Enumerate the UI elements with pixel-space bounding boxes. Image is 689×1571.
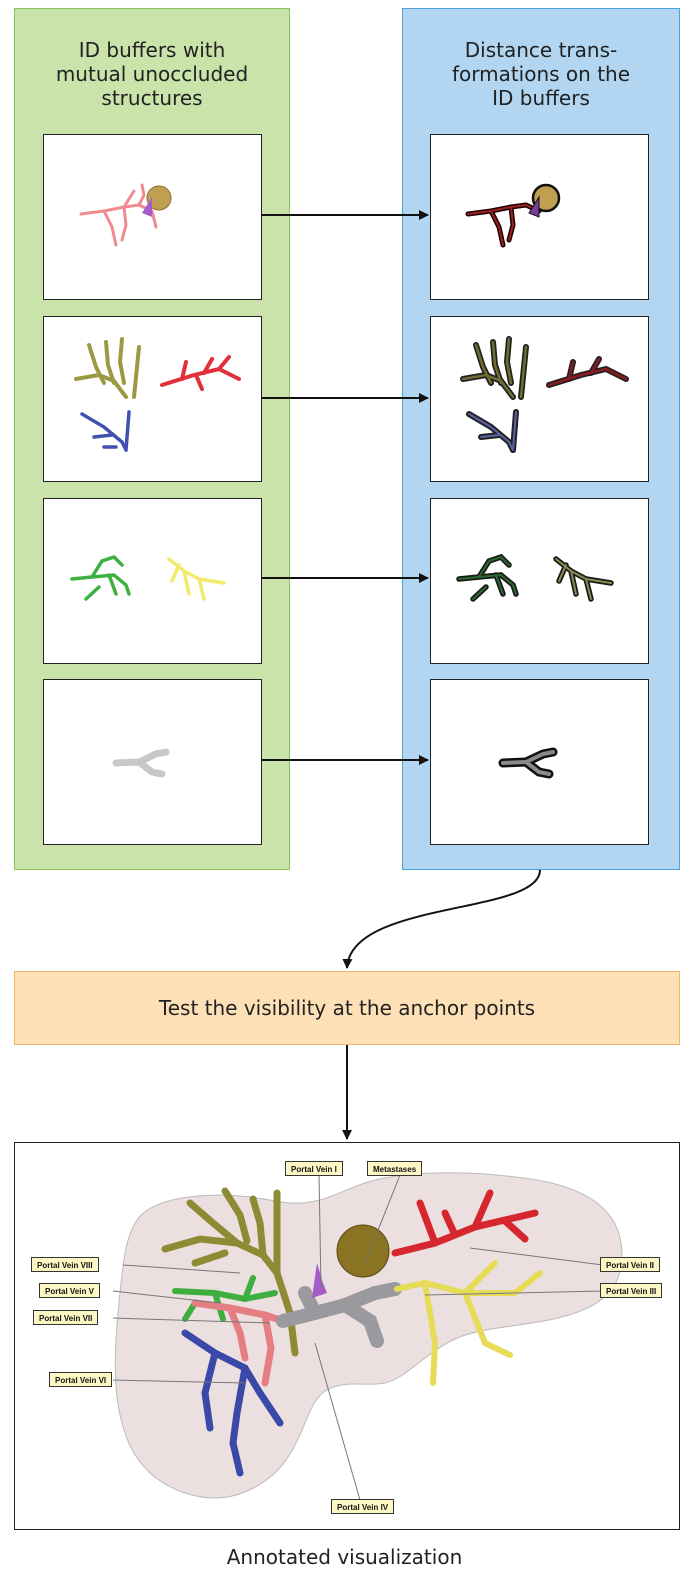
- pink-vessel-tumor-image: [79, 183, 172, 247]
- distance-transform-title-line-3: ID buffers: [492, 86, 590, 110]
- id-buffers-title-line-2: mutual unoccluded: [55, 62, 249, 86]
- arrow-to-visibility-test: [342, 869, 541, 969]
- id-buffers-title-line-3: structures: [101, 86, 203, 110]
- distance-transform-title: Distance trans- formations on the ID buf…: [403, 38, 679, 110]
- distance-transform-title-line-2: formations on the: [451, 62, 631, 86]
- visibility-test-label: Test the visibility at the anchor points: [158, 996, 536, 1020]
- distance-transform-2: [430, 316, 649, 482]
- label-portal-vein-iv: Portal Vein IV: [331, 1499, 395, 1514]
- dark-olive-red-blue-vessels-image: [460, 336, 629, 453]
- label-portal-vein-iii: Portal Vein III: [600, 1283, 663, 1298]
- id-buffers-title-line-1: ID buffers with: [78, 38, 226, 62]
- visualization-caption: Annotated visualization: [226, 1545, 463, 1569]
- visibility-test-box: Test the visibility at the anchor points: [14, 971, 680, 1045]
- label-portal-vein-ii: Portal Vein II: [600, 1257, 661, 1272]
- label-metastases: Metastases: [367, 1161, 423, 1176]
- id-buffer-3: [43, 498, 262, 664]
- green-yellow-vessels-image: [70, 554, 226, 601]
- olive-red-blue-vessels-image: [74, 337, 241, 452]
- dark-gray-vessel-image: [498, 747, 558, 779]
- id-buffers-title: ID buffers with mutual unoccluded struct…: [15, 38, 289, 110]
- label-portal-vein-v: Portal Vein V: [39, 1283, 100, 1298]
- label-portal-vein-vii: Portal Vein VII: [33, 1310, 99, 1325]
- label-portal-vein-i: Portal Vein I: [285, 1161, 343, 1176]
- dark-pink-vessel-tumor-image: [465, 183, 561, 248]
- id-buffer-1: [43, 134, 262, 300]
- liver-rendering: [112, 1172, 623, 1508]
- id-buffer-4: [43, 679, 262, 845]
- distance-transform-3: [430, 498, 649, 664]
- label-portal-vein-vi: Portal Vein VI: [49, 1372, 113, 1387]
- distance-transform-title-line-1: Distance trans-: [464, 38, 618, 62]
- id-buffer-2: [43, 316, 262, 482]
- dark-green-yellow-vessels-image: [456, 553, 614, 602]
- distance-transform-1: [430, 134, 649, 300]
- gray-vessel-image: [112, 748, 170, 778]
- annotated-visualization: Portal Vein I Metastases Portal Vein VII…: [14, 1142, 680, 1530]
- label-portal-vein-viii: Portal Vein VIII: [31, 1257, 99, 1272]
- distance-transform-4: [430, 679, 649, 845]
